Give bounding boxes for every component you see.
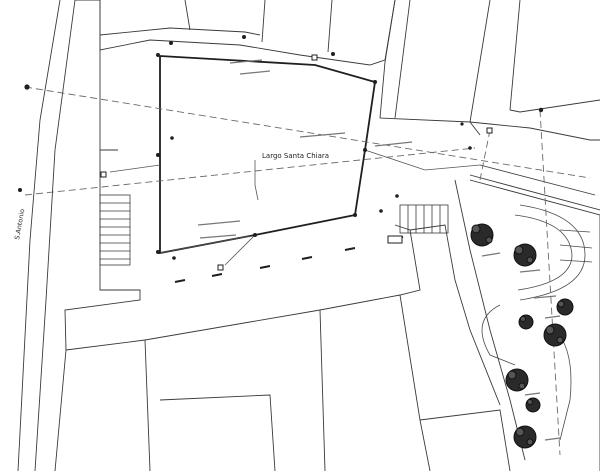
survey-markers bbox=[100, 54, 493, 271]
lamp-icon bbox=[24, 84, 30, 90]
tree-icon bbox=[513, 425, 537, 449]
lamp-icon bbox=[156, 153, 160, 157]
tree-icon bbox=[513, 243, 537, 267]
building-block-top-2 bbox=[99, 27, 261, 36]
building-block-top-right bbox=[379, 61, 600, 141]
lamp-icon bbox=[18, 188, 22, 192]
trees bbox=[470, 223, 574, 449]
street-edge-left-2 bbox=[34, 0, 76, 471]
lamp-icon bbox=[172, 256, 176, 260]
tree-icon bbox=[543, 323, 567, 347]
lamp-icon bbox=[538, 107, 544, 113]
building-block-top bbox=[99, 0, 396, 66]
lamp-icon bbox=[468, 146, 472, 150]
lamp-icon bbox=[373, 80, 377, 84]
path-curve bbox=[559, 229, 591, 233]
survey-marker-icon bbox=[311, 54, 318, 61]
tree-icon bbox=[556, 298, 574, 316]
block-line bbox=[469, 121, 481, 136]
lamp-points bbox=[18, 35, 544, 260]
survey-line bbox=[24, 86, 591, 179]
tree-icon bbox=[505, 368, 529, 392]
stairs-right bbox=[399, 204, 449, 234]
tree-icon bbox=[518, 314, 534, 330]
stairs-left bbox=[99, 194, 131, 266]
path-curve bbox=[519, 204, 586, 301]
block-line bbox=[384, 0, 396, 63]
garden-paths bbox=[481, 204, 593, 441]
lamp-icon bbox=[156, 250, 160, 254]
lamp-icon bbox=[253, 233, 257, 237]
survey-marker-icon bbox=[100, 171, 107, 178]
path-curve bbox=[514, 214, 573, 291]
block-line bbox=[319, 309, 326, 471]
path-curve bbox=[559, 259, 593, 263]
building-outlines bbox=[17, 0, 600, 471]
square-inner-step bbox=[109, 149, 481, 266]
survey-line bbox=[479, 129, 491, 181]
survey-marker-icon bbox=[217, 264, 224, 271]
path-edge bbox=[469, 179, 600, 471]
tree-icon bbox=[525, 397, 541, 413]
block-line bbox=[261, 0, 266, 43]
lamp-icon bbox=[363, 148, 367, 152]
survey-marker-icon bbox=[387, 235, 403, 244]
tree-icon bbox=[470, 223, 494, 247]
lamp-icon bbox=[170, 136, 174, 140]
block-line bbox=[469, 0, 491, 123]
block-line bbox=[327, 0, 333, 53]
survey-marker-icon bbox=[486, 127, 493, 134]
block-line bbox=[394, 0, 411, 119]
path-curve bbox=[559, 244, 593, 249]
lamp-icon bbox=[331, 52, 335, 56]
path-curve bbox=[481, 304, 516, 366]
lamp-icon bbox=[169, 41, 173, 45]
street-edge-left bbox=[17, 0, 61, 471]
survey-line bbox=[24, 147, 476, 196]
block-line bbox=[144, 339, 151, 471]
block-line bbox=[159, 394, 276, 471]
survey-lines bbox=[24, 86, 591, 456]
block-line bbox=[409, 224, 501, 406]
lamp-icon bbox=[242, 35, 246, 39]
path-edge bbox=[479, 164, 596, 196]
lamp-icon bbox=[353, 213, 357, 217]
block-line bbox=[509, 0, 521, 111]
block-line bbox=[509, 99, 600, 113]
square-label: Largo Santa Chiara bbox=[262, 152, 329, 160]
block-line bbox=[419, 409, 511, 471]
illegible-annotations bbox=[197, 59, 561, 441]
block-line bbox=[184, 0, 191, 31]
survey-line bbox=[539, 109, 561, 456]
lamp-icon bbox=[379, 209, 383, 213]
path-edge bbox=[454, 179, 526, 461]
lamp-icon bbox=[460, 122, 464, 126]
path-edge bbox=[469, 174, 600, 211]
lamp-icon bbox=[156, 53, 160, 57]
lamp-icon bbox=[395, 194, 399, 198]
